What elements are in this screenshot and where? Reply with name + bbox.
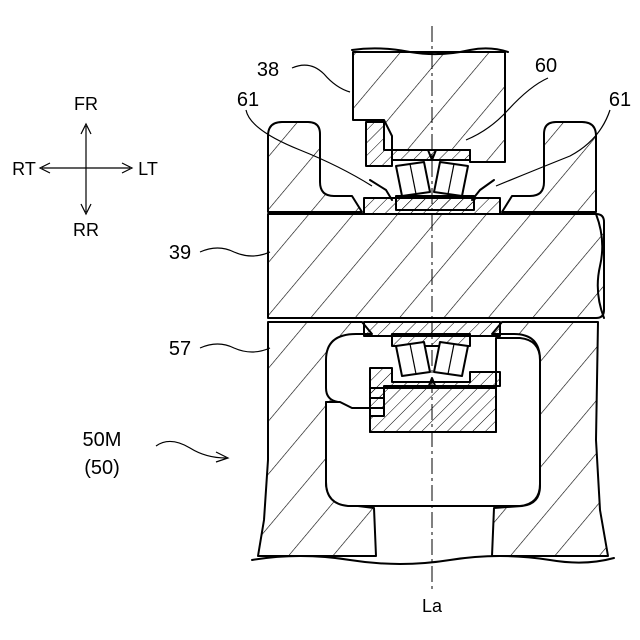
label-part-60: 60 [535,55,557,77]
direction-rt-label: RT [12,159,36,179]
direction-rr-label: RR [73,220,99,240]
direction-compass: FR RR RT LT [12,94,158,240]
label-part-50m: 50M [83,429,122,451]
direction-lt-label: LT [138,159,158,179]
shaft-39 [268,214,604,318]
label-axis-la: La [422,596,443,616]
label-part-50: (50) [84,457,120,479]
label-part-57: 57 [169,338,191,360]
label-part-38: 38 [257,59,279,81]
label-part-61-right: 61 [609,89,631,111]
label-part-39: 39 [169,242,191,264]
direction-fr-label: FR [74,94,98,114]
label-part-61-left: 61 [237,89,259,111]
